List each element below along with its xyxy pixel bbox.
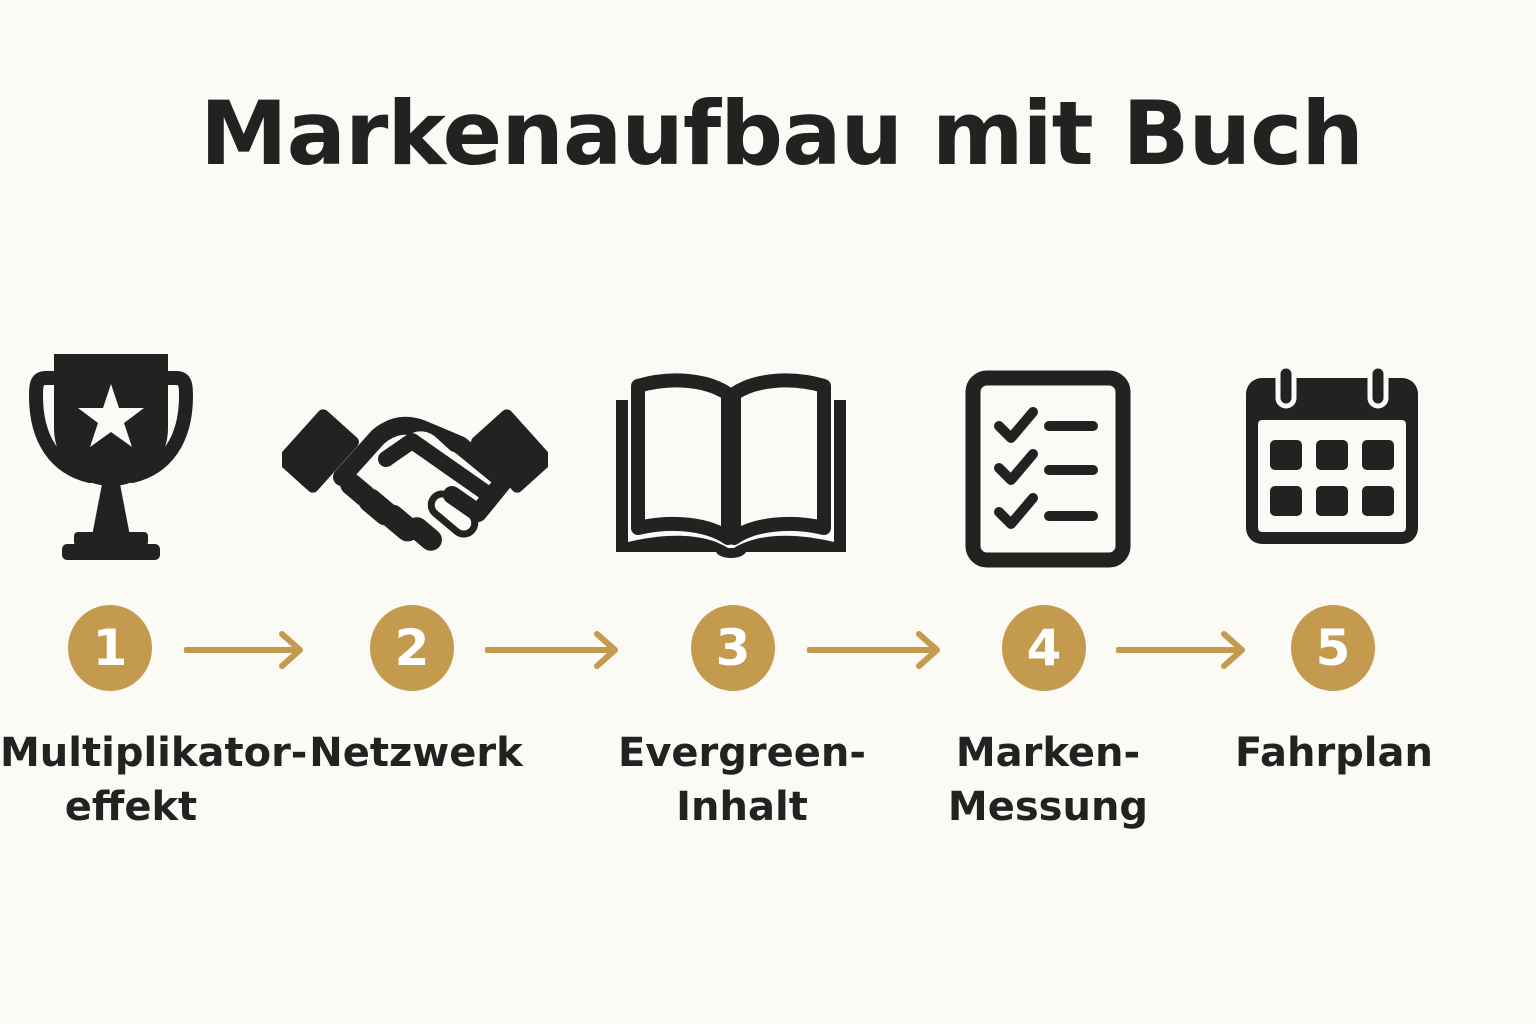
step-label-3: Evergreen- Inhalt (592, 726, 892, 834)
arrow-right-icon (184, 631, 303, 669)
step-number-badge-5: 5 (1291, 605, 1375, 691)
step-label-line: Multiplikator- (0, 730, 308, 776)
step-label-5: Fahrplan (1184, 726, 1484, 780)
step-label-line: Fahrplan (1235, 730, 1433, 776)
arrow-right-icon (807, 631, 940, 669)
arrow-right-icon (485, 631, 618, 669)
step-label-line: Messung (947, 784, 1149, 830)
trophy-icon (28, 354, 194, 560)
step-number-badge-1: 1 (68, 605, 152, 691)
handshake-icon (282, 409, 548, 551)
step-label-1: Multiplikator- effekt (0, 726, 308, 834)
step-number-badge-2: 2 (370, 605, 454, 691)
step-number-badge-4: 4 (1002, 605, 1086, 691)
step-label-line: Netzwerk (309, 730, 523, 776)
checklist-icon (965, 370, 1131, 568)
open-book-icon (616, 373, 846, 558)
step-number-badge-3: 3 (691, 605, 775, 691)
step-label-line: Marken- (955, 730, 1141, 776)
step-label-line: Inhalt (676, 784, 808, 830)
step-label-4: Marken- Messung (898, 726, 1198, 834)
step-label-line: effekt (64, 784, 198, 830)
step-label-line: Evergreen- (618, 730, 866, 776)
page-title: Markenaufbau mit Buch (200, 82, 1364, 185)
step-label-2: Netzwerk (266, 726, 566, 780)
arrow-right-icon (1116, 631, 1245, 669)
calendar-icon (1246, 363, 1418, 544)
